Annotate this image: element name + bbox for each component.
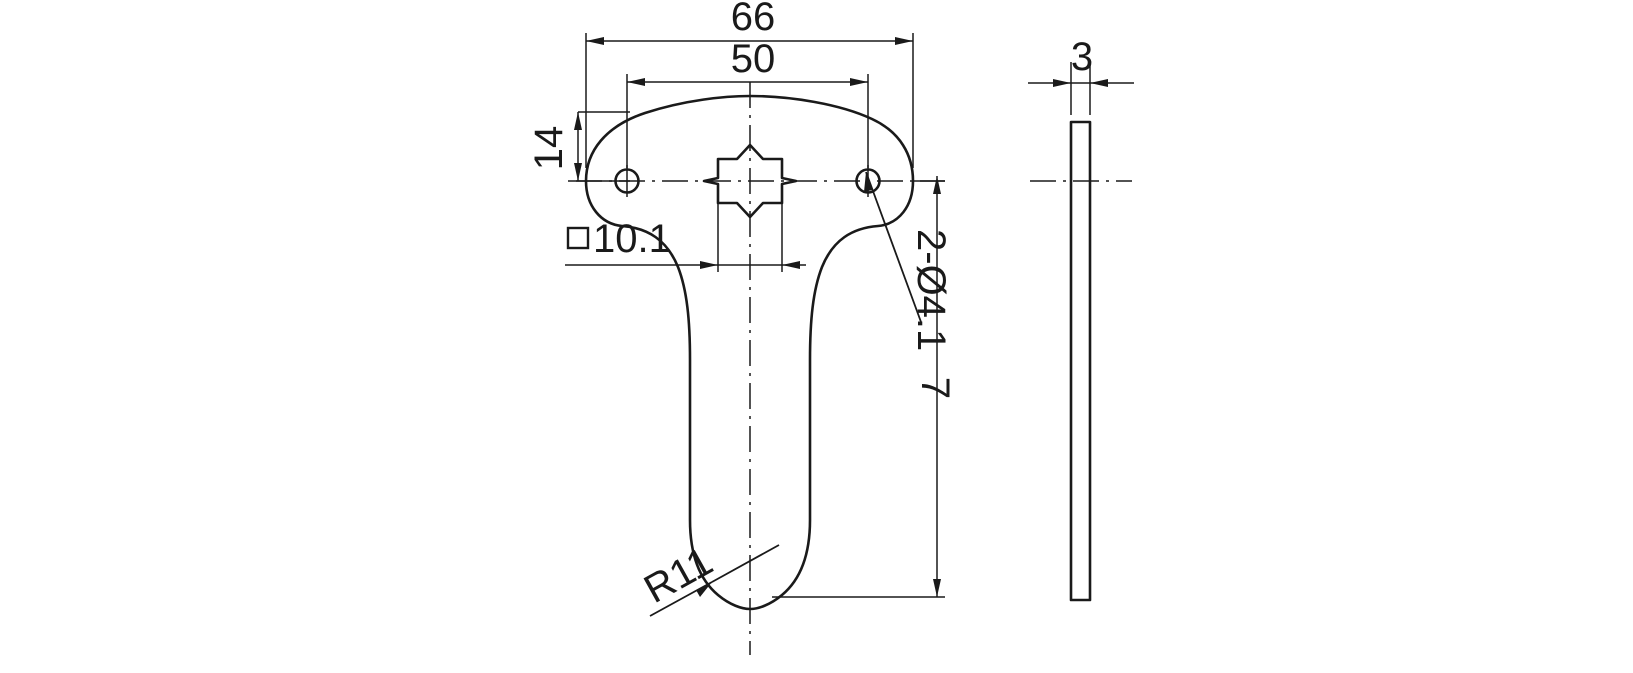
- dimension-socket-size: 10.1: [565, 203, 806, 272]
- arrow-7-bottom: [933, 579, 941, 597]
- arrow-3-right: [1090, 79, 1108, 87]
- side-view: 3: [1028, 35, 1134, 602]
- square-symbol-icon: [566, 226, 590, 250]
- front-view: [576, 82, 945, 655]
- dimension-hole-spacing: 50: [626, 37, 869, 168]
- dim-label-head-half-height: 14: [527, 126, 571, 171]
- arrow-radius: [696, 582, 712, 597]
- arrow-101-right: [782, 261, 800, 269]
- leader-line-hole-callout: [865, 171, 922, 323]
- arrow-14-top: [574, 112, 582, 130]
- arrow-3-left: [1053, 79, 1071, 87]
- arrow-14-bottom: [574, 163, 582, 181]
- dimension-head-half-height: 14: [527, 111, 630, 182]
- arrow-hole-callout: [864, 172, 872, 192]
- part-outline-front: [584, 94, 915, 611]
- dim-label-hole-spacing: 50: [731, 37, 776, 81]
- dimension-thickness: 3: [1028, 35, 1134, 115]
- dimension-overall-width: 66: [585, 0, 914, 168]
- leader-line-radius: [711, 544, 780, 583]
- arrow-50-left: [627, 78, 645, 86]
- callout-corner-radius: R11: [637, 539, 780, 617]
- arrow-50-right: [850, 78, 868, 86]
- arrow-101-left: [700, 261, 718, 269]
- dim-label-hole-callout: 2-Ø4.1: [909, 229, 953, 351]
- dimension-overall-height: 7: [772, 176, 957, 598]
- callout-mounting-holes: 2-Ø4.1: [864, 171, 953, 351]
- dim-label-socket-size: 10.1: [593, 217, 671, 261]
- dim-label-thickness: 3: [1071, 35, 1093, 79]
- part-outline-side: [1069, 120, 1092, 602]
- dim-label-overall-height: 7: [913, 377, 957, 399]
- arrow-7-top: [933, 176, 941, 194]
- arrow-66-left: [586, 37, 604, 45]
- dim-label-overall-width: 66: [731, 0, 776, 39]
- arrow-66-right: [895, 37, 913, 45]
